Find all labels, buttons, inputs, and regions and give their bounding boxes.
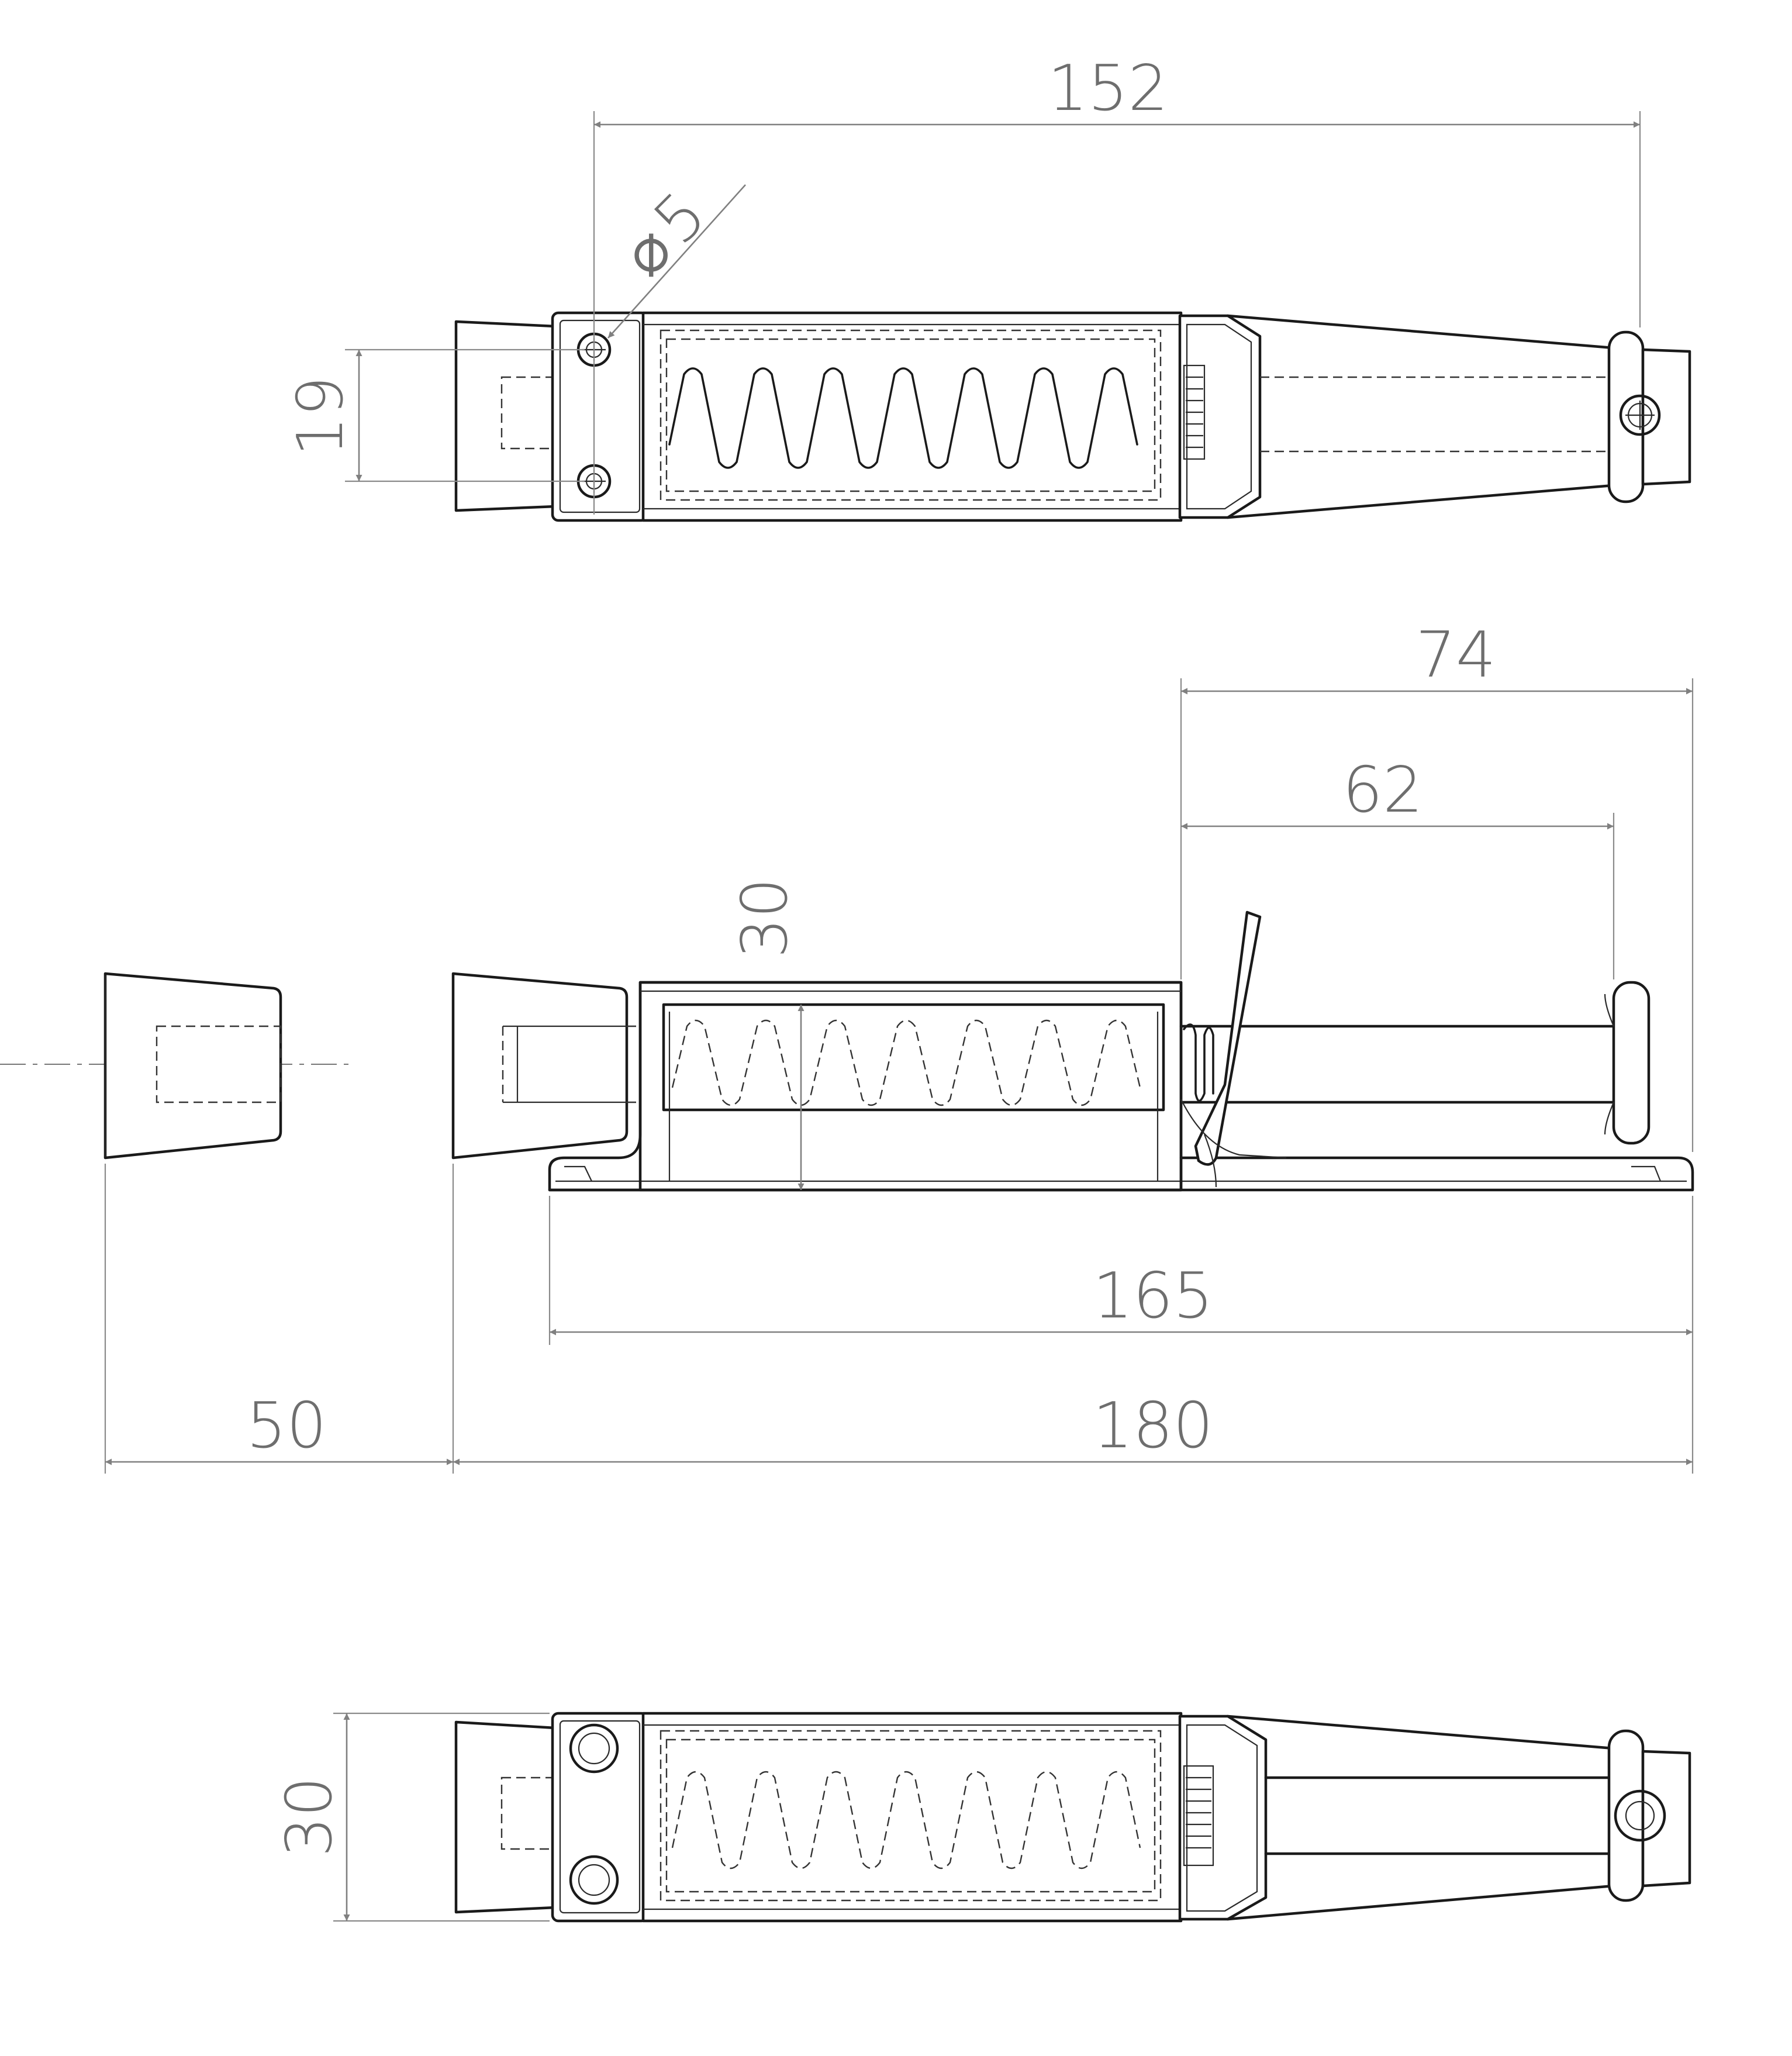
dim-text-19: 19 [284,376,357,456]
dim-text-180: 180 [1093,1389,1213,1462]
pin-end [1641,348,1691,486]
collar [1178,314,1262,519]
bottom-hole-bottom [569,1855,619,1905]
pin-front [1179,1024,1624,1104]
top-view: 152 ⌀ 5 19 [284,52,1691,522]
dim-text-74: 74 [1415,619,1496,692]
bottom-cap [454,1720,557,1914]
spring-housing [641,311,1183,522]
dim-text-152: 152 [1048,52,1168,125]
handle-ring [1607,330,1645,503]
dim-text-30-front: 30 [728,878,802,958]
dim-text-30-bottom: 30 [273,1776,346,1857]
end-block-inner [559,319,641,513]
spring-bottom-view [671,1771,1141,1869]
base-plate [548,981,1183,1192]
dim-text-62: 62 [1342,754,1422,827]
tapered-plate [1226,314,1615,519]
bottom-pin-hole [1614,1789,1666,1842]
bottom-end-block [551,1712,649,1923]
front-view: 30 74 62 165 50 180 [0,619,1694,1474]
handle-front [1612,981,1651,1145]
separate-cap [103,972,282,1160]
bottom-hole-top [569,1723,619,1774]
spring-top-view [668,367,1138,469]
latch-lever [1194,910,1262,1166]
dim-text-50: 50 [246,1389,326,1462]
front-housing [638,981,1183,1192]
bottom-view: 30 [273,1712,1691,1923]
spring-front-view [671,1019,1141,1106]
dim-text-165: 165 [1093,1260,1213,1333]
pin-hole [1619,394,1661,436]
bolt-cap [451,972,629,1160]
